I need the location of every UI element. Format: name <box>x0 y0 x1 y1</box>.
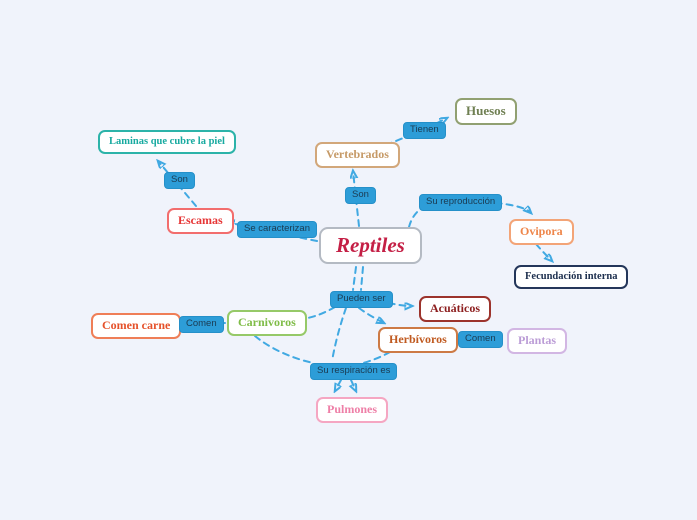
connector-respiracion-pulmones-right <box>351 379 356 391</box>
link-label-son-escamas[interactable]: Son <box>164 172 195 189</box>
node-herbivoros[interactable]: Herbívoros <box>378 327 458 353</box>
link-label-su-reproduccion[interactable]: Su reproducción <box>419 194 503 211</box>
connector-escamas-laminas <box>158 161 197 207</box>
node-vertebrados[interactable]: Vertebrados <box>315 142 400 168</box>
connector-reptiles-puedenser-a <box>352 266 357 291</box>
node-comen-carne[interactable]: Comen carne <box>91 313 182 339</box>
link-label-pueden-ser[interactable]: Pueden ser <box>330 291 393 308</box>
node-plantas[interactable]: Plantas <box>507 328 568 354</box>
node-fecundacion-interna[interactable]: Fecundación interna <box>514 265 629 289</box>
node-escamas[interactable]: Escamas <box>167 208 234 234</box>
connector-reptiles-puedenser-b <box>360 266 364 291</box>
connector-puedenser-herbivoros <box>358 307 384 323</box>
link-label-comen-carnivoros[interactable]: Comen <box>179 316 224 333</box>
connector-herbivoros-respiracion <box>362 351 391 364</box>
connector-carnivoros-respiracion <box>254 335 315 364</box>
link-label-se-caracterizan[interactable]: Se caracterizan <box>237 221 318 238</box>
node-acuaticos[interactable]: Acuáticos <box>419 296 491 322</box>
node-ovipora[interactable]: Ovipora <box>509 219 574 245</box>
node-reptiles-root[interactable]: Reptiles <box>319 227 422 265</box>
link-label-comen-herbivoros[interactable]: Comen <box>458 331 503 348</box>
node-laminas-que-cubre-la-piel[interactable]: Laminas que cubre la piel <box>98 130 236 154</box>
link-label-tienen[interactable]: Tienen <box>403 122 446 139</box>
link-label-son-vertebrados[interactable]: Son <box>345 187 376 204</box>
node-carnivoros[interactable]: Carnivoros <box>227 310 307 336</box>
node-pulmones[interactable]: Pulmones <box>316 397 389 423</box>
connector-ovipora-fecundacion <box>535 243 552 261</box>
connector-respiracion-pulmones-left <box>335 379 342 391</box>
connector-puedenser-respiracion <box>331 307 347 362</box>
node-huesos[interactable]: Huesos <box>455 98 517 125</box>
link-label-su-respiracion-es[interactable]: Su respiración es <box>310 363 398 380</box>
